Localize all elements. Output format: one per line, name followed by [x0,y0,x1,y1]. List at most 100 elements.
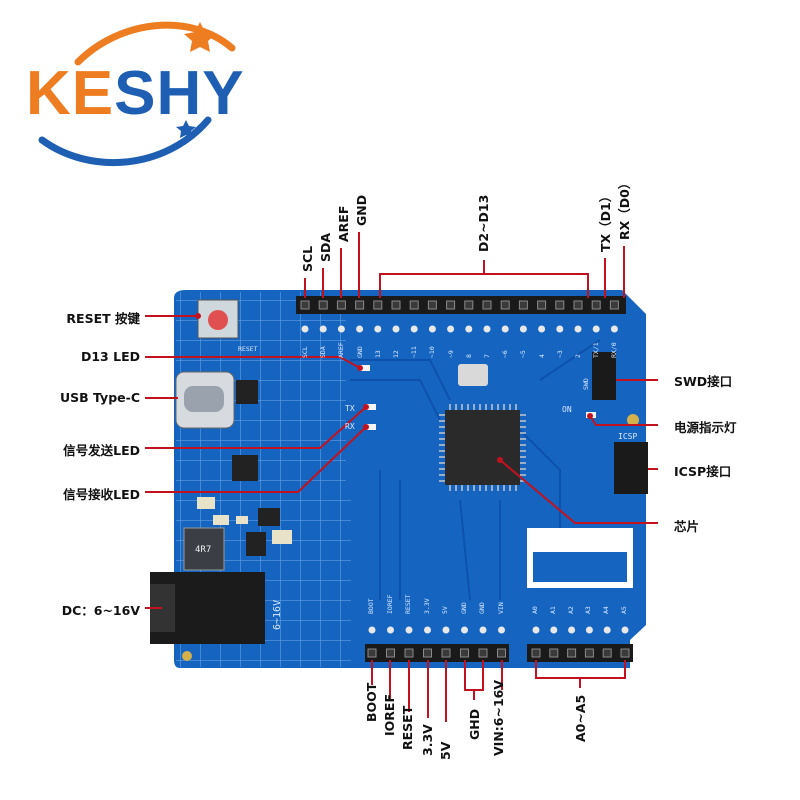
label-power-led: 电源指示灯 [674,420,737,435]
analog-pin [602,648,612,658]
label-tx-led: 信号发送LED [63,443,140,458]
silk-pin-label: SCL [301,346,309,358]
power-header [365,644,509,662]
silk-pin-label: A5 [620,606,628,614]
callout-line [145,406,367,449]
silk-pin-label: 5V [441,606,449,614]
analog-header [527,644,633,662]
brand-logo: KESHY [26,59,245,128]
top-pin-pad [465,325,473,333]
analog-pin [584,648,594,658]
inductor [183,527,225,571]
label-sda: SDA [318,232,333,262]
rx-led [366,424,376,430]
label-3v3: 3.3V [420,724,435,756]
top-pin [446,300,456,310]
callout-dots [195,313,593,463]
icsp-header [614,442,648,494]
label-rx: RX（D0） [617,176,632,240]
tx-led [366,404,376,410]
silk-dc-range: 6~16V [272,599,283,630]
callout-dot [363,424,369,430]
callout-line [499,459,658,524]
label-scl: SCL [300,245,315,272]
silk-pin-label: ~6 [501,350,510,358]
label-tx: TX（D1） [598,189,613,252]
label-icsp: ICSP接口 [674,464,732,479]
top-pin [591,300,601,310]
top-pin [518,300,528,310]
top-pin [391,300,401,310]
silk-tx: TX [345,404,355,413]
top-pin-pad [301,325,309,333]
silk-pin-label: 12 [392,350,400,358]
label-usb: USB Type-C [59,390,140,405]
power-pin [478,648,488,658]
power-pin [460,648,469,658]
silk-pin-label: 4 [537,354,546,358]
power-pin [441,648,451,658]
label-aref: AREF [336,205,351,242]
silk-pin-label: A1 [548,606,557,614]
power-pin-pad [387,626,394,634]
silk-pin-label: RX/0 [610,342,619,358]
star-icon [184,22,216,52]
power-pin [367,648,377,658]
top-pin [609,300,619,310]
top-pin [573,300,583,310]
top-pin [555,300,565,310]
crystal [458,364,488,386]
label-d13-led: D13 LED [80,349,140,364]
power-pin [404,648,414,658]
label-reset: RESET [400,705,415,750]
silk-pin-label: TX/1 [592,342,601,358]
analog-pin-pad [550,626,558,634]
power-pin [423,648,432,658]
silk-pin-label: ~5 [519,350,528,358]
analog-pin-pad [532,626,540,634]
silk-pin-label: RESET [404,594,412,614]
label-dc: DC：6~16V [61,603,140,618]
label-rx-led: 信号接收LED [63,487,140,502]
silk-pin-label: GND [478,602,486,614]
label-swd: SWD接口 [674,374,733,389]
analog-pin [620,648,630,658]
label-boot: BOOT [364,682,379,722]
callout-line [589,415,658,426]
silk-reset: RESET [238,345,258,353]
callout-dot [357,365,363,371]
d13-led-part [360,365,370,371]
silk-pin-label: 3.3V [422,598,431,614]
power-pin-pad [368,626,376,634]
swd-header [592,352,616,400]
reset-button-cap [208,310,228,330]
power-pin [497,648,506,658]
top-pin-pad [556,325,564,333]
label-reset-button: RESET 按键 [66,311,140,326]
callout-lines [145,232,658,722]
top-pin-pad [337,325,345,333]
silk-pin-label: IOREF [385,594,394,614]
analog-pin-pad [603,626,611,634]
power-pin-pad [479,626,487,634]
silk-pin-label: 13 [373,350,382,358]
silk-pin-label: 7 [483,354,491,358]
power-pin-pad [405,626,413,634]
label-5v: 5V [438,741,453,760]
power-pin-pad [442,626,450,634]
power-pin-pad [424,626,431,634]
top-pin [336,300,346,310]
top-pin-pad [410,325,418,333]
top-pin-pad [610,325,618,333]
top-pin-pad [319,325,327,333]
top-pin [537,300,547,310]
silk-rx: RX [345,422,355,431]
analog-pin-pad [621,626,629,634]
top-pin-pad [428,325,436,333]
analog-pin-pad [568,626,576,634]
power-pin [386,648,395,658]
analog-pin-pad [585,626,593,634]
silk-on: ON [562,405,572,414]
top-pin-pad [574,325,582,333]
